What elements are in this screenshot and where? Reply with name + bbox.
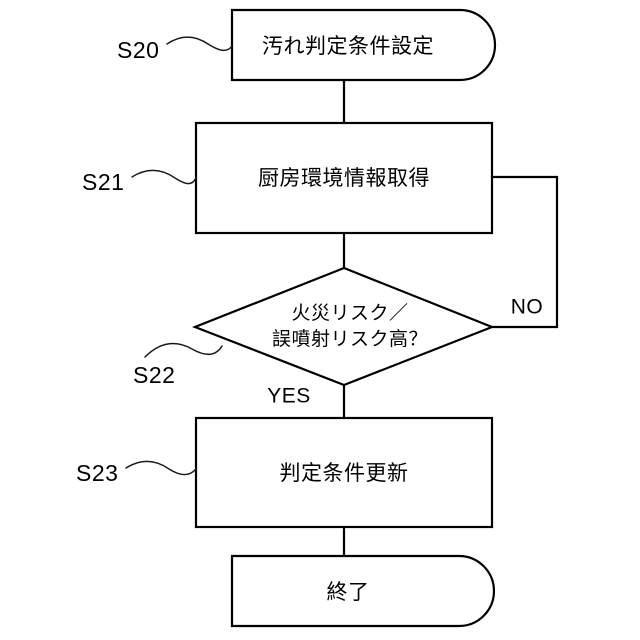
branch-label-no: NO (511, 296, 544, 319)
node-s23-label: 判定条件更新 (280, 461, 409, 485)
node-end-shape (230, 554, 496, 628)
edge-s22-no-to-s21 (492, 175, 559, 329)
node-s20-shape (230, 8, 497, 82)
node-s22-shape (191, 266, 495, 387)
step-ref-s22-leader (144, 342, 223, 358)
step-ref-s23-leader (125, 460, 197, 476)
node-s22-label-line2: 誤噴射リスク高？ (272, 328, 428, 350)
step-ref-s20-leader (166, 36, 233, 52)
node-s23-shape (194, 416, 494, 529)
step-ref-s22: S22 (133, 342, 223, 388)
branch-label-yes: YES (267, 385, 311, 408)
node-end[interactable]: 終了 (230, 554, 496, 628)
step-ref-s21-text: S21 (82, 169, 124, 195)
step-ref-s23: S23 (76, 460, 197, 486)
node-s22[interactable]: 火災リスク／ 誤噴射リスク高？ (191, 266, 495, 387)
step-ref-s21: S21 (82, 169, 197, 195)
node-s20[interactable]: 汚れ判定条件設定 (230, 8, 497, 82)
step-ref-s23-text: S23 (76, 460, 118, 486)
node-s23[interactable]: 判定条件更新 (194, 416, 494, 529)
node-s21-label: 厨房環境情報取得 (258, 166, 430, 190)
connector-group (342, 81, 559, 556)
node-s21[interactable]: 厨房環境情報取得 (194, 121, 494, 235)
node-s20-label: 汚れ判定条件設定 (262, 34, 434, 58)
step-ref-s21-leader (131, 169, 197, 185)
node-s21-shape (194, 121, 494, 235)
step-ref-s22-text: S22 (133, 362, 175, 388)
step-ref-s20-text: S20 (117, 37, 159, 63)
node-s22-label-line1: 火災リスク／ (291, 302, 408, 324)
node-end-label: 終了 (327, 580, 370, 604)
step-ref-s20: S20 (117, 36, 233, 63)
